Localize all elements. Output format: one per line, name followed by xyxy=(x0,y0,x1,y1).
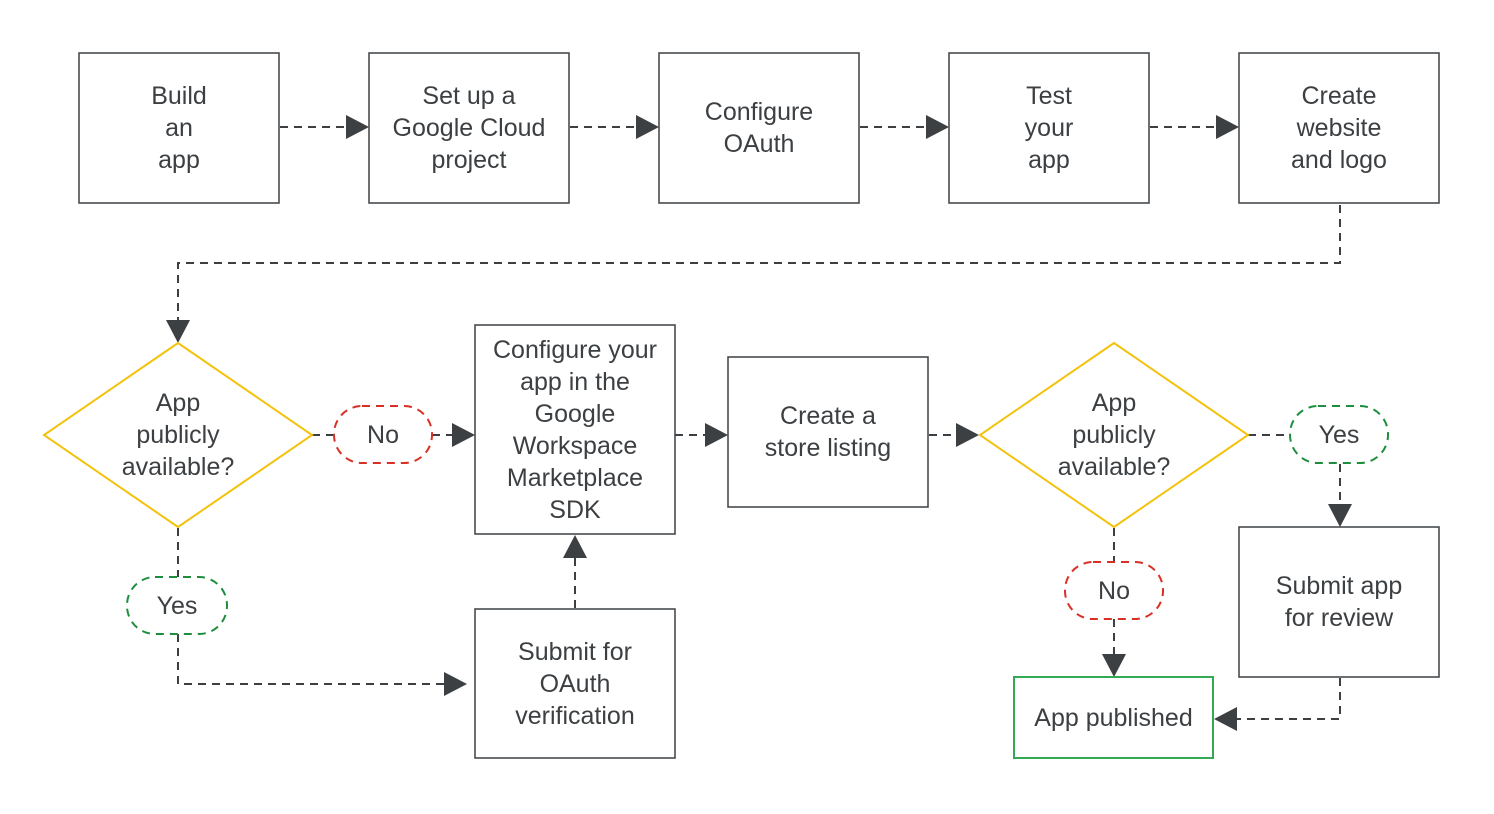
branch-no-2-pill xyxy=(1064,561,1164,620)
arrowhead xyxy=(1328,504,1352,527)
branch-no-1-pill xyxy=(333,405,433,464)
connector-yes-to-submit-oauth xyxy=(177,634,446,685)
arrowhead xyxy=(1102,654,1126,677)
step-configure-sdk-label: Configure your app in the Google Workspa… xyxy=(493,335,657,524)
arrowhead xyxy=(1216,115,1239,139)
arrowhead xyxy=(956,423,979,447)
arrowhead xyxy=(1214,707,1237,731)
arrowhead xyxy=(705,423,728,447)
step-app-published-box xyxy=(1013,676,1214,759)
step-app-published-label: App published xyxy=(1034,703,1193,732)
branch-yes-1-pill xyxy=(126,576,228,635)
branch-yes-1-label: Yes xyxy=(156,591,198,620)
decision-2-diamond xyxy=(978,341,1250,529)
step-setup-gcp-box xyxy=(368,52,570,204)
step-create-website-label: Create website and logo xyxy=(1291,82,1387,174)
step-build-app-label: Build an app xyxy=(151,82,207,174)
arrowhead xyxy=(346,115,369,139)
arrowhead xyxy=(166,320,190,343)
step-build-app-box xyxy=(78,52,280,204)
step-test-app-label: Test your app xyxy=(1024,82,1074,174)
branch-no-1-label: No xyxy=(367,420,399,449)
connector-review-to-published xyxy=(1236,678,1341,720)
step-store-listing-box xyxy=(727,356,929,508)
branch-yes-2-pill xyxy=(1289,405,1389,464)
arrowhead xyxy=(452,423,475,447)
branch-no-2-label: No xyxy=(1098,576,1130,605)
step-setup-gcp-label: Set up a Google Cloud project xyxy=(392,82,546,174)
step-create-website-box xyxy=(1238,52,1440,204)
arrowhead xyxy=(563,535,587,558)
arrowhead xyxy=(444,672,467,696)
step-submit-review-box xyxy=(1238,526,1440,678)
decision-1-diamond xyxy=(42,341,314,529)
step-configure-oauth-label: Configure OAuth xyxy=(704,98,814,158)
step-configure-sdk-box xyxy=(474,324,676,535)
decision-2-label: App publicly available? xyxy=(1057,389,1171,481)
step-submit-review-label: Submit app for review xyxy=(1275,572,1403,632)
arrowhead xyxy=(926,115,949,139)
step-configure-oauth-box xyxy=(658,52,860,204)
step-submit-oauth-box xyxy=(474,608,676,759)
decision-1-label: App publicly available? xyxy=(121,389,235,481)
step-store-listing-label: Create a store listing xyxy=(764,402,892,462)
step-test-app-box xyxy=(948,52,1150,204)
arrowhead xyxy=(636,115,659,139)
step-submit-oauth-label: Submit for OAuth verification xyxy=(515,637,635,730)
connector-website-to-decision1 xyxy=(177,205,1341,322)
branch-yes-2-label: Yes xyxy=(1318,420,1360,449)
